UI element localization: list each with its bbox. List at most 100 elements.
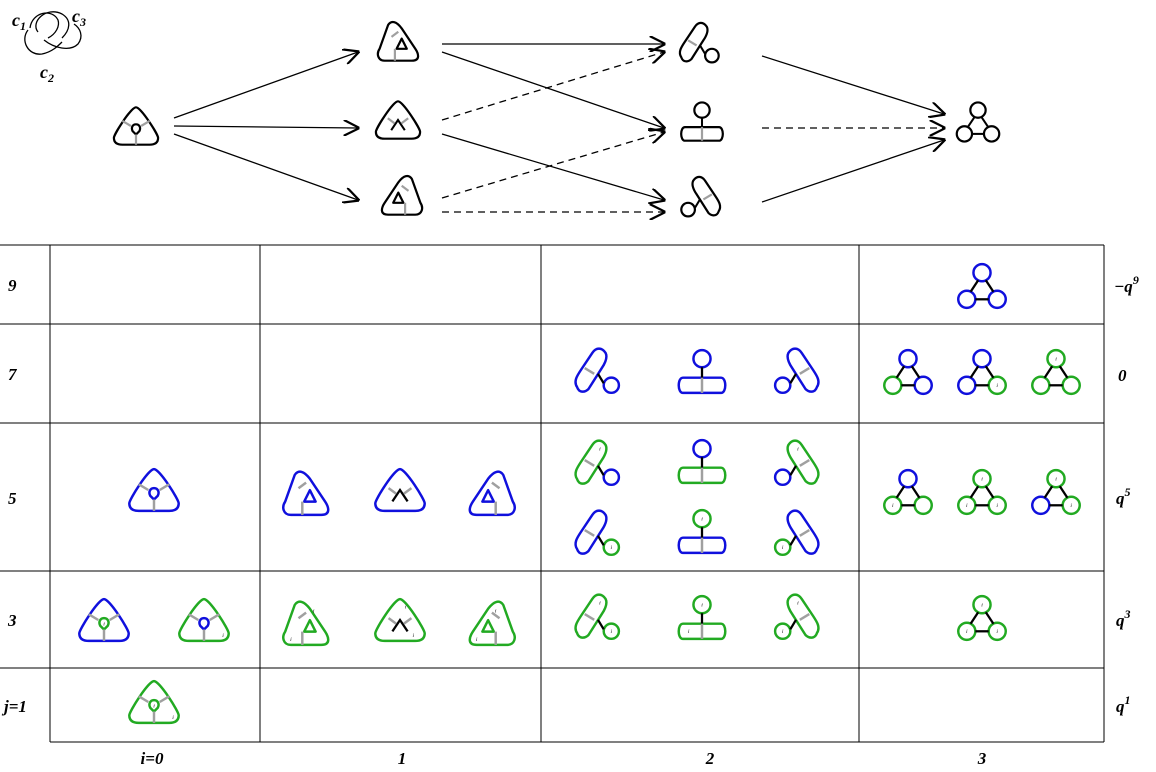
component-stroke <box>969 365 980 379</box>
marker-label: i <box>688 629 690 635</box>
circle-component <box>1061 375 1081 396</box>
component-stroke <box>984 485 995 499</box>
component-stroke <box>799 529 810 537</box>
generator: ii <box>574 593 621 641</box>
marker-label: i <box>103 622 105 628</box>
component-stroke <box>984 365 995 379</box>
circle-component <box>972 262 992 283</box>
generator <box>468 470 516 517</box>
component-stroke <box>597 619 605 630</box>
component-stroke <box>910 485 921 499</box>
circle-component <box>703 47 720 64</box>
euler-label-j1: q1 <box>1116 693 1131 716</box>
component-stroke <box>969 611 980 625</box>
col-label-i3: 3 <box>977 749 987 768</box>
circle-component <box>602 622 621 641</box>
marker-label: i <box>1070 503 1072 509</box>
cube-edge-arrow <box>441 132 664 199</box>
cube-edge-arrow <box>441 52 664 121</box>
cube-edge-arrow <box>441 51 664 128</box>
col-label-i2: 2 <box>705 749 715 768</box>
component-stroke <box>694 198 701 209</box>
circle-component <box>987 495 1007 516</box>
component-stroke <box>980 116 990 128</box>
column-labels: i=0 1 2 3 <box>141 749 987 768</box>
component-stroke <box>374 597 426 643</box>
circle-component <box>1031 495 1051 516</box>
generator: ii <box>677 594 727 641</box>
generator: i <box>574 439 621 487</box>
marker-label: i <box>153 704 155 710</box>
generator <box>677 348 727 395</box>
component-stroke <box>130 123 142 136</box>
circle-component <box>773 538 792 557</box>
component-stroke <box>1058 485 1069 499</box>
component-stroke <box>468 470 516 517</box>
generator: i <box>773 439 820 487</box>
circle-component <box>982 125 1001 143</box>
component-stroke <box>1043 365 1054 379</box>
circle-component <box>898 468 918 489</box>
marker-label: i <box>782 629 784 635</box>
marker-label: i <box>495 609 497 615</box>
component-stroke <box>395 37 408 50</box>
generator: i <box>883 468 933 516</box>
circle-component <box>692 348 712 369</box>
circle-component <box>987 621 1007 642</box>
circle-component <box>898 348 918 369</box>
marker-label: i <box>996 629 998 635</box>
circle-component <box>680 201 697 218</box>
component-stroke <box>374 467 426 513</box>
crossing-label-2: c2 <box>40 62 54 85</box>
marker-label: i <box>611 629 613 635</box>
marker-label: i <box>599 601 601 607</box>
generator: i <box>78 597 130 643</box>
component-stroke <box>584 529 595 537</box>
component-stroke <box>297 611 307 620</box>
circle-component <box>972 594 992 615</box>
circle-component <box>969 101 987 119</box>
component-stroke <box>491 481 501 490</box>
component-stroke <box>387 617 397 625</box>
crossing-label-3: c3 <box>72 6 86 29</box>
generator <box>957 262 1007 310</box>
cube-edge-arrow <box>173 52 358 119</box>
marker-label: i <box>981 603 983 609</box>
component-stroke <box>387 117 396 125</box>
component-stroke <box>966 116 976 128</box>
component-stroke <box>138 695 149 704</box>
circle-component <box>957 375 977 396</box>
col-label-i0: i=0 <box>141 749 164 768</box>
marker-label: i <box>966 629 968 635</box>
component-stroke <box>302 488 317 503</box>
row-label-j5: 5 <box>8 489 17 508</box>
circle-component <box>957 289 977 310</box>
component-stroke <box>1058 365 1069 379</box>
euler-label-j3: q3 <box>1116 607 1131 630</box>
component-stroke <box>789 619 797 630</box>
component-stroke <box>677 536 727 555</box>
circle-component <box>913 495 933 516</box>
generator: i i i <box>957 594 1007 642</box>
marker-label: i <box>797 601 799 607</box>
cube-edge-arrow <box>173 126 358 128</box>
component-stroke <box>282 600 330 647</box>
component-stroke <box>799 459 810 467</box>
component-stroke <box>491 611 501 620</box>
marker-label: i <box>996 503 998 509</box>
component-stroke <box>109 613 120 622</box>
cube-edge-arrow <box>173 133 358 200</box>
marker-label: i <box>222 633 224 639</box>
homology-table-grid <box>0 244 1105 743</box>
marker-label: i <box>892 503 894 509</box>
generator: i <box>957 348 1007 396</box>
cube-edge-arrow <box>441 133 664 200</box>
component-stroke <box>128 679 180 725</box>
generator <box>883 348 933 396</box>
col-label-i1: 1 <box>398 749 407 768</box>
resolution-011 <box>680 175 722 218</box>
component-stroke <box>374 100 422 140</box>
